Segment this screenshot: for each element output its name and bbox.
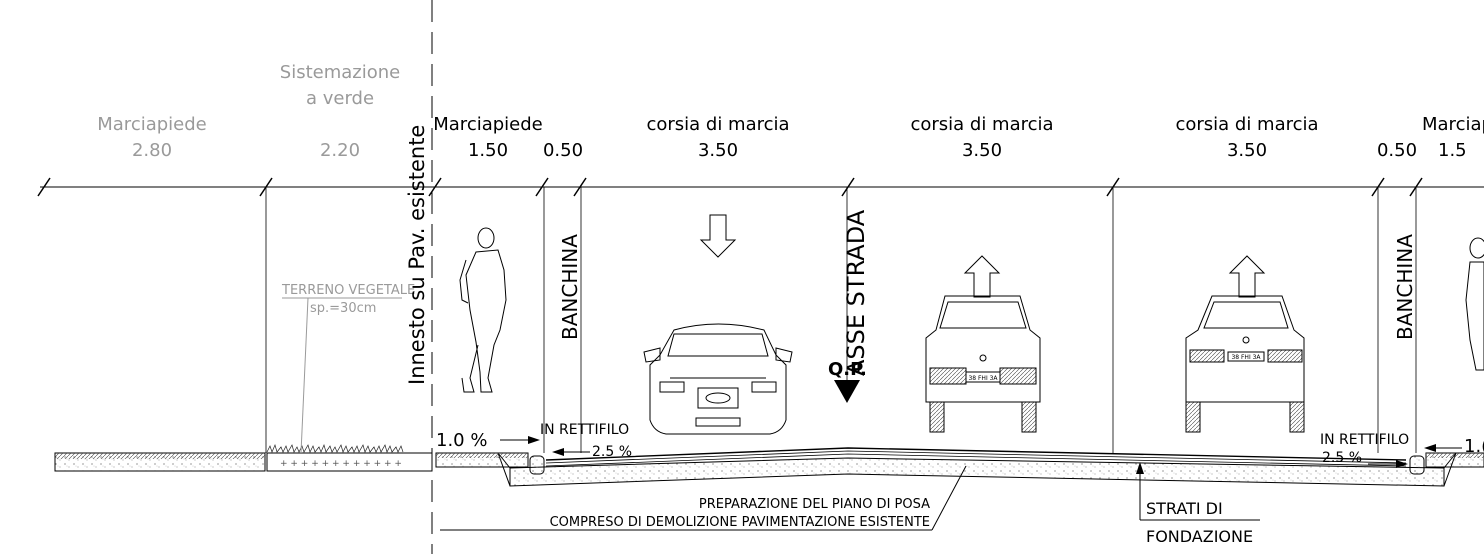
- lane-3-width: 3.50: [1227, 140, 1267, 161]
- sidewalk-right-label: Marciap: [1422, 114, 1484, 135]
- topsoil-note-line2: sp.=30cm: [310, 301, 376, 316]
- pedestrian-icon: [459, 227, 507, 393]
- lane-3-label: corsia di marcia: [1175, 114, 1318, 135]
- slope-left-line2: 2.5 %: [592, 444, 632, 460]
- slope-annotations: 1.0 % IN RETTIFILO 2.5 % IN RETTIFILO 2.…: [436, 422, 1484, 468]
- qp-marker: [834, 380, 860, 403]
- license-plate: [965, 371, 1001, 383]
- slope-left-line1: IN RETTIFILO: [540, 422, 629, 438]
- shoulder-left-width: 0.50: [543, 140, 583, 161]
- green-strip-label-line2: a verde: [306, 88, 374, 109]
- lane-2-width: 3.50: [962, 140, 1002, 161]
- arrow-down-icon: [699, 214, 737, 258]
- svg-text:+ + + + + + + + + +: + + + + + + + + + + + +: [280, 459, 402, 469]
- lane-1-label: corsia di marcia: [646, 114, 789, 135]
- shoulder-left-name: BANCHINA: [558, 234, 582, 340]
- road-axis: ASSE STRADA Q.P.: [828, 187, 870, 403]
- note-foundation-line1: STRATI DI: [1146, 499, 1223, 518]
- qp-label: Q.P.: [828, 359, 867, 380]
- license-plate: [1227, 351, 1265, 362]
- shoulder-right-width: 0.50: [1377, 140, 1417, 161]
- curb-right: [1409, 455, 1425, 475]
- arrow-up-icon: [963, 255, 1001, 298]
- arrow-up-icon: [1228, 255, 1266, 298]
- joint-label: Innesto su Pav. esistente: [405, 125, 429, 385]
- slope-right-line2: 2.5 %: [1322, 450, 1362, 466]
- green-strip-label-line1: Sistemazione: [280, 62, 400, 83]
- license-plate-text: 38 FHI 3A: [968, 375, 998, 382]
- car-rear-icon: 38 FHI 3A: [1185, 295, 1305, 433]
- note-preparation-line1: PREPARAZIONE DEL PIANO DI POSA: [699, 497, 930, 512]
- topsoil-note-line1: TERRENO VEGETALE: [281, 283, 415, 298]
- note-preparation-line2: COMPRESO DI DEMOLIZIONE PAVIMENTAZIONE E…: [550, 515, 930, 530]
- green-strip-width: 2.20: [320, 140, 360, 161]
- sidewalk-left-label: Marciapiede: [433, 114, 543, 135]
- pavement-structure: [435, 447, 1484, 487]
- car-rear-icon: 38 FHI 3A: [925, 295, 1041, 433]
- note-foundation-line2: FONDAZIONE: [1146, 527, 1253, 546]
- existing-sidewalk-width: 2.80: [132, 140, 172, 161]
- axis-label: ASSE STRADA: [842, 209, 870, 376]
- sidewalk-right-width: 1.5: [1438, 140, 1467, 161]
- curb-left: [529, 455, 545, 475]
- shoulder-right-name: BANCHINA: [1393, 234, 1417, 340]
- existing-pavement-area: Marciapiede 2.80 Sistemazione a verde 2.…: [37, 62, 433, 472]
- pedestrian-icon: [1465, 237, 1484, 371]
- existing-sidewalk-label: Marciapiede: [97, 114, 207, 135]
- joint-line-group: Innesto su Pav. esistente: [405, 0, 433, 554]
- dimension-line: Marciapiede 1.50 0.50 corsia di marcia 3…: [428, 114, 1484, 453]
- car-front-icon: [643, 323, 793, 435]
- lane-1-width: 3.50: [698, 140, 738, 161]
- license-plate-text: 38 FHI 3A: [1231, 354, 1261, 361]
- slope-sidewalk-left: 1.0 %: [436, 430, 487, 451]
- sidewalk-left-width: 1.50: [468, 140, 508, 161]
- annotation-notes: PREPARAZIONE DEL PIANO DI POSA COMPRESO …: [440, 462, 1260, 546]
- slope-sidewalk-right: 1.(: [1464, 436, 1484, 457]
- slope-right-line1: IN RETTIFILO: [1320, 432, 1409, 448]
- lane-2-label: corsia di marcia: [910, 114, 1053, 135]
- wearing-course: [545, 447, 1407, 461]
